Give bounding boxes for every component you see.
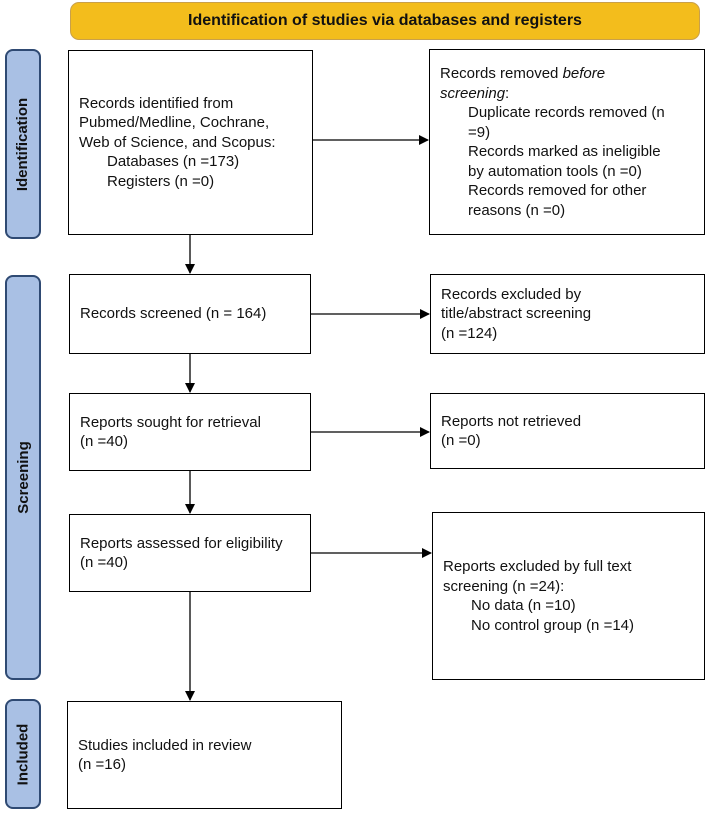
screened-text: Records screened (n = 164)	[80, 305, 267, 323]
sought-line-1: Reports sought for retrieval	[80, 413, 261, 431]
reports-excluded-full-box: Reports excluded by full text screening …	[432, 512, 705, 680]
reports-sought-box: Reports sought for retrieval (n =40)	[69, 393, 311, 471]
excluded-title-line-2: title/abstract screening	[441, 305, 592, 323]
not-retrieved-line-2: (n =0)	[441, 432, 481, 449]
identified-line-3: Web of Science, and Scopus:	[79, 133, 276, 151]
records-excluded-title-box: Records excluded by title/abstract scree…	[430, 274, 705, 354]
identified-databases: Databases (n =173)	[107, 153, 240, 171]
records-identified-box: Records identified from Pubmed/Medline, …	[68, 50, 313, 235]
excluded-no-control: No control group (n =14)	[471, 616, 635, 634]
excluded-title-line-1: Records excluded by	[441, 285, 582, 303]
excluded-no-data: No data (n =10)	[471, 597, 576, 614]
flow-banner: Identification of studies via databases …	[70, 2, 700, 40]
assessed-line-2: (n =40)	[80, 554, 128, 571]
removed-heading-1: Records removed before	[440, 64, 694, 84]
excluded-full-line-1: Reports excluded by full text	[443, 558, 632, 575]
removed-heading-italic-2: screening	[440, 84, 506, 102]
removed-heading-suffix: :	[505, 84, 510, 102]
identified-line-1: Records identified from	[79, 94, 234, 112]
identified-registers: Registers (n =0)	[107, 172, 215, 190]
included-line-1: Studies included in review	[78, 736, 252, 754]
phase-included: Included	[5, 699, 41, 809]
banner-title: Identification of studies via databases …	[188, 12, 582, 29]
assessed-line-1: Reports assessed for eligibility	[80, 534, 283, 552]
removed-heading-prefix: Records removed	[440, 65, 563, 82]
records-screened-box: Records screened (n = 164)	[69, 274, 311, 354]
removed-other-2: reasons (n =0)	[468, 201, 566, 219]
removed-duplicates-2: =9)	[468, 123, 491, 141]
sought-line-2: (n =40)	[80, 433, 128, 450]
removed-ineligible-2: by automation tools (n =0)	[468, 162, 642, 180]
removed-duplicates-1: Duplicate records removed (n	[468, 104, 665, 121]
removed-heading-italic-1: before	[562, 65, 606, 82]
removed-heading-2: screening:	[440, 84, 694, 104]
phase-identification: Identification	[5, 49, 41, 239]
removed-other-1: Records removed for other	[468, 182, 647, 199]
phase-screening: Screening	[5, 275, 41, 680]
removed-ineligible-1: Records marked as ineligible	[468, 143, 661, 160]
identified-line-2: Pubmed/Medline, Cochrane,	[79, 114, 270, 132]
studies-included-box: Studies included in review (n =16)	[67, 701, 342, 809]
excluded-full-line-2: screening (n =24):	[443, 577, 565, 595]
not-retrieved-line-1: Reports not retrieved	[441, 412, 582, 430]
reports-assessed-box: Reports assessed for eligibility (n =40)	[69, 514, 311, 592]
records-removed-box: Records removed before screening: Duplic…	[429, 49, 705, 235]
included-line-2: (n =16)	[78, 756, 126, 773]
excluded-title-line-3: (n =124)	[441, 324, 498, 342]
reports-not-retrieved-box: Reports not retrieved (n =0)	[430, 393, 705, 469]
